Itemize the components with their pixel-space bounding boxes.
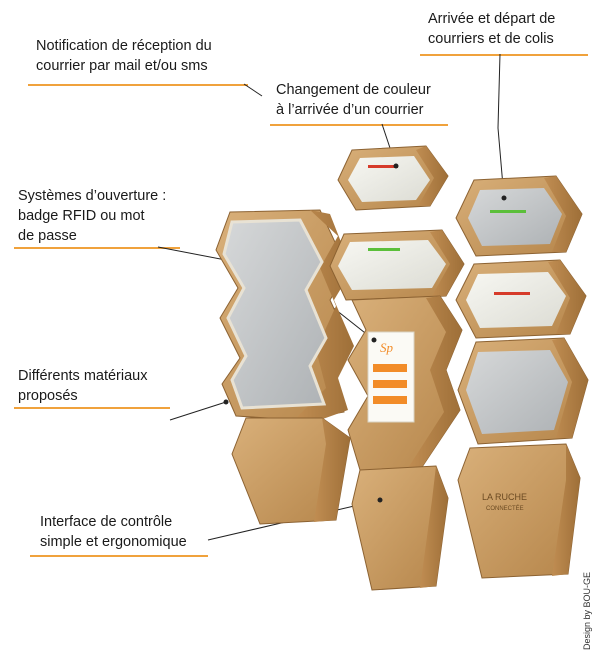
arrival-underline bbox=[420, 54, 588, 56]
svg-text:Sp: Sp bbox=[380, 340, 394, 355]
interface-underline bbox=[30, 555, 208, 557]
led-green-right bbox=[490, 210, 526, 213]
color-change-label: Changement de couleur à l’arrivée d’un c… bbox=[276, 82, 431, 118]
center-column: Sp bbox=[329, 229, 465, 591]
color-change-underline bbox=[270, 124, 448, 126]
brand-line-2: CONNECTÉE bbox=[486, 505, 524, 512]
led-red-top bbox=[368, 165, 398, 168]
notification-label: Notification de réception du courrier pa… bbox=[36, 38, 212, 74]
materials-label: Différents matériaux proposés bbox=[18, 368, 148, 404]
screen-button-2 bbox=[373, 380, 407, 388]
control-screen bbox=[367, 331, 415, 423]
screen-button-1 bbox=[373, 364, 407, 372]
brand-line-1: LA RUCHE bbox=[482, 492, 527, 502]
left-column bbox=[215, 209, 354, 525]
opening-label: Systèmes d’ouverture : badge RFID ou mot… bbox=[18, 188, 167, 244]
led-green-center bbox=[368, 248, 400, 251]
materials-underline bbox=[14, 407, 170, 409]
notification-underline bbox=[28, 84, 248, 86]
arrival-label: Arrivée et départ de courriers et de col… bbox=[428, 11, 556, 47]
right-column: LA RUCHE CONNECTÉE bbox=[455, 175, 589, 579]
hive-locker-illustration: Sp LA RUCHE CONNECTÉE bbox=[157, 53, 589, 591]
center-top-module bbox=[337, 145, 449, 211]
opening-underline bbox=[14, 247, 180, 249]
interface-label: Interface de contrôle simple et ergonomi… bbox=[40, 514, 187, 550]
screen-button-3 bbox=[373, 396, 407, 404]
led-red-right bbox=[494, 292, 530, 295]
